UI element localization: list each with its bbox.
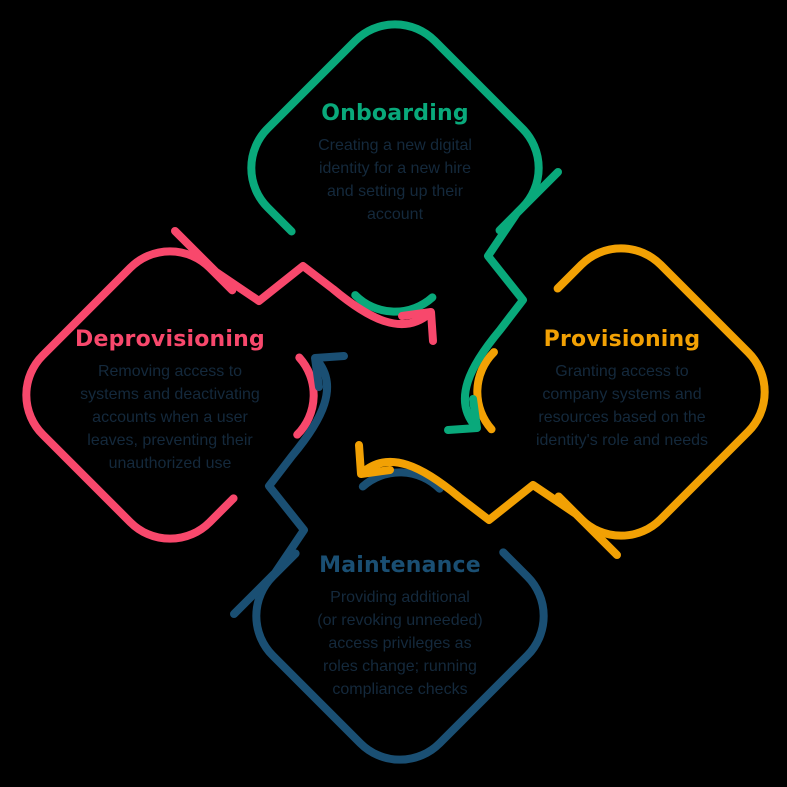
arrow-shaft	[460, 168, 562, 431]
onboarding-to-provisioning-arrow	[444, 168, 562, 434]
stage-provisioning-title: Provisioning	[543, 327, 701, 352]
deprovisioning-to-onboarding-arrow	[171, 227, 437, 345]
maintenance-diamond-outline	[252, 468, 548, 764]
stage-onboarding-description: Creating a new digital identity for a ne…	[318, 137, 472, 223]
stage-onboarding-title: Onboarding	[321, 101, 469, 126]
stage-deprovisioning-description: Removing access to systems and deactivat…	[80, 363, 260, 472]
arrowhead-icon	[311, 352, 348, 391]
arrowhead-icon	[398, 308, 437, 345]
provisioning-to-maintenance-arrow	[355, 441, 621, 559]
stage-provisioning-description: Granting access to company systems and r…	[535, 363, 709, 449]
arrow-shaft	[230, 355, 332, 618]
stage-maintenance-description: Providing additional (or revoking unneed…	[317, 589, 483, 698]
arrowhead-icon	[355, 441, 394, 478]
stage-maintenance-title: Maintenance	[319, 553, 481, 578]
onboarding-diamond-outline	[247, 20, 543, 316]
arrow-shaft	[171, 227, 434, 329]
arrowhead-icon	[444, 395, 481, 434]
stage-deprovisioning-title: Deprovisioning	[75, 327, 265, 352]
arrow-shaft	[358, 457, 621, 559]
deprovisioning-diamond-outline	[22, 247, 318, 543]
provisioning-diamond-outline	[473, 244, 769, 540]
maintenance-to-deprovisioning-arrow	[230, 352, 348, 618]
